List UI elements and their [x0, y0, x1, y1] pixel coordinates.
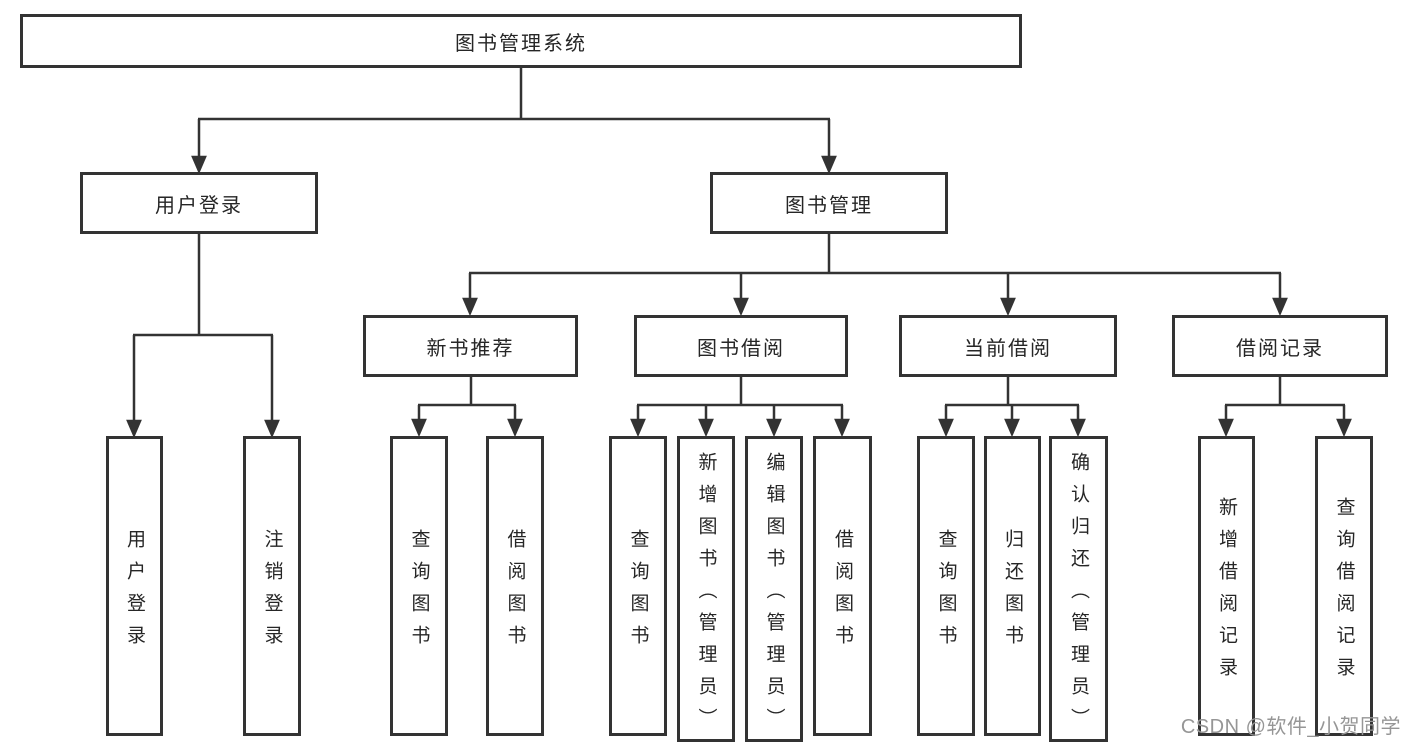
leaf-query-books-1: 查询图书 — [390, 436, 448, 736]
node-new-book-recommendation: 新书推荐 — [363, 315, 578, 377]
node-book-management: 图书管理 — [710, 172, 948, 234]
leaf-edit-books-admin: 编辑图书（管理员） — [745, 436, 803, 742]
leaf-label: 注销登录 — [261, 528, 283, 657]
leaf-label: 用户登录 — [124, 528, 145, 657]
leaf-label: 借阅图书 — [504, 528, 526, 657]
leaf-label: 新增图书（管理员） — [695, 451, 717, 740]
leaf-user-login: 用户登录 — [106, 436, 163, 736]
node-borrowing-records: 借阅记录 — [1172, 315, 1388, 377]
leaf-label: 查询借阅记录 — [1333, 496, 1355, 689]
leaf-label: 查询图书 — [627, 528, 649, 657]
leaf-borrow-books-2: 借阅图书 — [813, 436, 872, 736]
node-current-borrowing: 当前借阅 — [899, 315, 1117, 377]
leaf-add-books-admin: 新增图书（管理员） — [677, 436, 735, 742]
root-node-library-management-system: 图书管理系统 — [20, 14, 1022, 68]
leaf-query-borrow-record: 查询借阅记录 — [1315, 436, 1373, 736]
leaf-return-books: 归还图书 — [984, 436, 1041, 736]
leaf-label: 查询图书 — [408, 528, 430, 657]
leaf-label: 确认归还（管理员） — [1068, 451, 1089, 740]
node-user-login: 用户登录 — [80, 172, 318, 234]
leaf-label: 新增借阅记录 — [1216, 496, 1237, 689]
leaf-confirm-return-admin: 确认归还（管理员） — [1049, 436, 1108, 742]
leaf-query-books-3: 查询图书 — [917, 436, 975, 736]
leaf-query-books-2: 查询图书 — [609, 436, 667, 736]
leaf-label: 编辑图书（管理员） — [763, 451, 785, 740]
leaf-label: 归还图书 — [1002, 528, 1023, 657]
leaf-label: 借阅图书 — [832, 528, 853, 657]
arrow-book-management — [821, 119, 837, 175]
leaf-label: 查询图书 — [935, 528, 957, 657]
leaf-add-borrow-record: 新增借阅记录 — [1198, 436, 1255, 736]
node-book-borrowing: 图书借阅 — [634, 315, 848, 377]
leaf-borrow-books-1: 借阅图书 — [486, 436, 544, 736]
leaf-logout: 注销登录 — [243, 436, 301, 736]
watermark: CSDN @软件_小贺同学 — [1180, 716, 1401, 738]
arrow-user-login — [191, 119, 207, 175]
